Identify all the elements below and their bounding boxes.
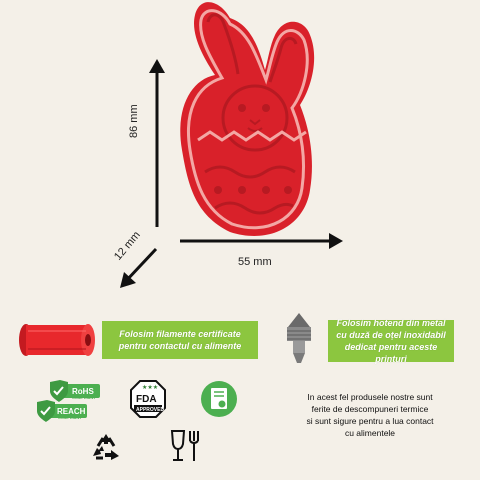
hotend-info-text: Folosim hotend din metal cu duză de oțel… — [336, 318, 446, 364]
reach-sub-text: COMPLIANT — [58, 415, 82, 420]
reach-badge-icon: REACH — [37, 400, 87, 422]
nozzle-icon — [287, 313, 311, 363]
rohs-badge-icon: RoHS — [50, 380, 100, 402]
hotend-info-box: Folosim hotend din metal cu duză de oțel… — [328, 318, 454, 364]
width-label: 55 mm — [238, 256, 272, 268]
filament-spool-icon — [19, 324, 95, 356]
cookie-cutter-image — [180, 2, 315, 236]
fda-sub-text: APPROVED — [136, 407, 164, 413]
fda-text: FDA — [136, 394, 157, 405]
safety-note-line-1: In acest fel produsele nostre sunt — [307, 392, 433, 402]
dimension-arrows — [120, 59, 343, 288]
filament-info-box: Folosim filamente certificate pentru con… — [102, 321, 258, 359]
certificate-icon — [201, 381, 237, 417]
svg-text:★★★: ★★★ — [142, 384, 158, 391]
rohs-sub-text: COMPLIANT — [72, 395, 96, 400]
safety-note-line-3: si sunt sigure pentru a lua contact — [306, 416, 434, 426]
reach-text: REACH — [57, 407, 86, 416]
food-safe-icon — [170, 430, 199, 461]
fda-badge-icon: ★★★ FDA APPROVED — [130, 380, 166, 418]
recycle-icon — [93, 434, 119, 460]
height-label: 86 mm — [128, 104, 140, 138]
safety-note-line-2: ferite de descompuneri termice — [311, 404, 429, 414]
safety-note-line-4: cu alimentele — [344, 428, 396, 438]
safety-note: In acest fel produsele nostre sunt ferit… — [300, 391, 440, 439]
rohs-text: RoHS — [72, 387, 94, 396]
filament-info-text: Folosim filamente certificate pentru con… — [118, 329, 242, 351]
